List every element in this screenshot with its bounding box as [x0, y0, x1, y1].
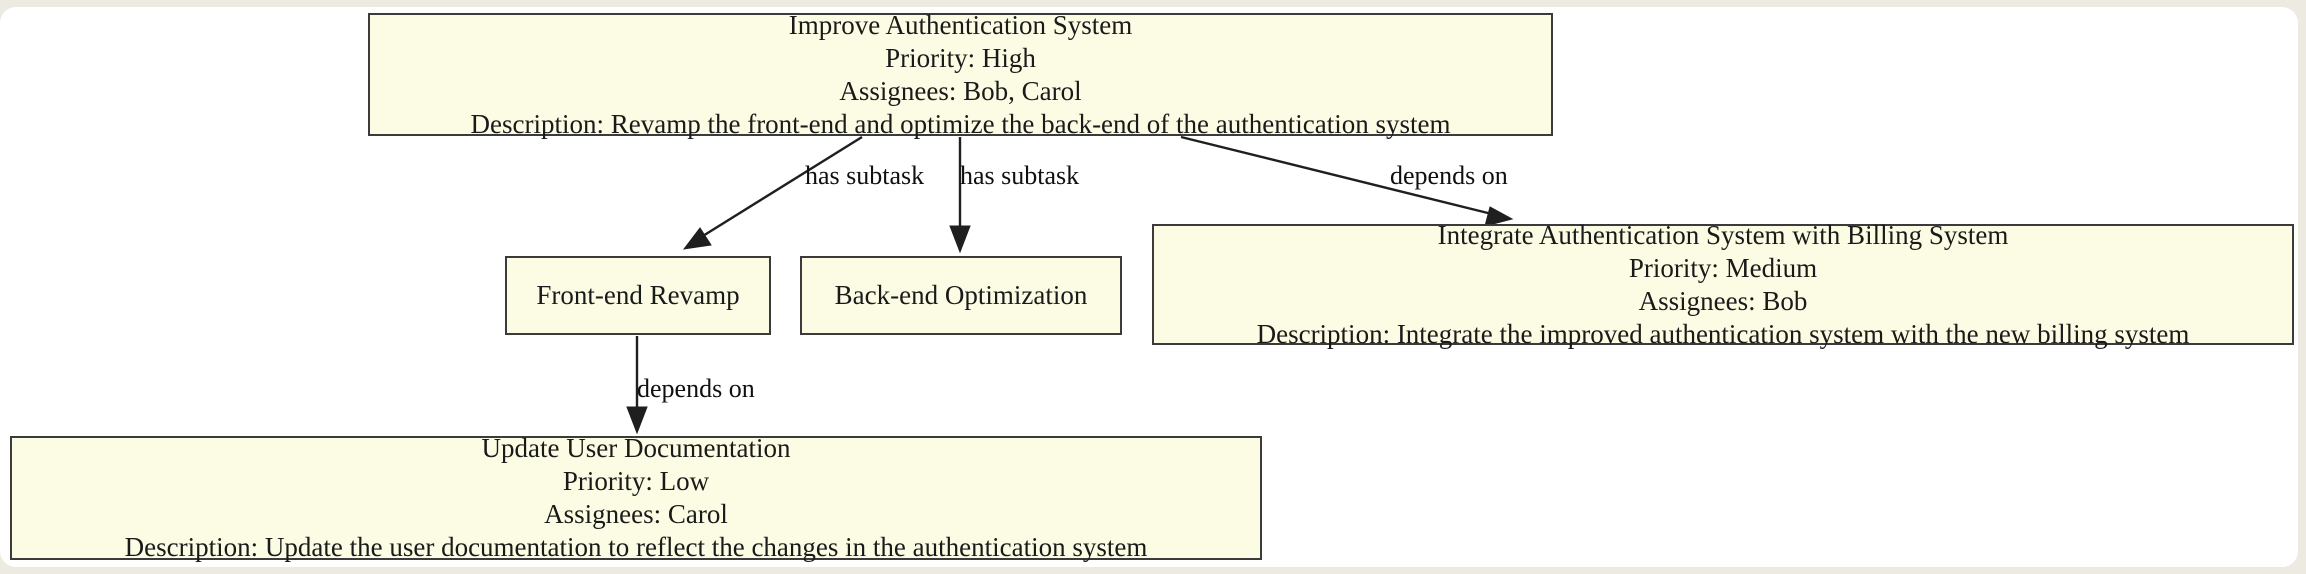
- node-title: Front-end Revamp: [536, 280, 740, 310]
- node-improve-authentication-system[interactable]: Improve Authentication System Priority: …: [368, 10, 1553, 139]
- node-update-user-documentation[interactable]: Update User Documentation Priority: Low …: [10, 433, 1262, 562]
- node-title: Integrate Authentication System with Bil…: [1437, 219, 2009, 250]
- node-description: Description: Revamp the front-end and op…: [470, 108, 1451, 139]
- node-description: Description: Integrate the improved auth…: [1256, 318, 2190, 349]
- node-front-end-revamp[interactable]: Front-end Revamp: [505, 256, 771, 335]
- node-integrate-authentication-with-billing[interactable]: Integrate Authentication System with Bil…: [1152, 220, 2294, 349]
- node-priority: Priority: Low: [562, 466, 710, 496]
- node-title: Update User Documentation: [481, 433, 791, 463]
- node-description: Description: Update the user documentati…: [124, 532, 1148, 562]
- node-title: Improve Authentication System: [788, 9, 1133, 40]
- node-title: Back-end Optimization: [834, 280, 1088, 310]
- edge-label-depends-on-integrate: depends on: [1390, 161, 1508, 190]
- node-back-end-optimization[interactable]: Back-end Optimization: [800, 256, 1122, 335]
- node-assignees: Assignees: Bob, Carol: [839, 75, 1082, 106]
- node-assignees: Assignees: Bob: [1638, 285, 1808, 316]
- edge-label-depends-on-update: depends on: [637, 374, 755, 403]
- node-assignees: Assignees: Carol: [544, 499, 728, 529]
- edge-label-has-subtask-frontend: has subtask: [805, 161, 925, 190]
- node-priority: Priority: High: [885, 42, 1036, 73]
- node-priority: Priority: Medium: [1628, 252, 1818, 283]
- edge-label-has-subtask-backend: has subtask: [960, 161, 1080, 190]
